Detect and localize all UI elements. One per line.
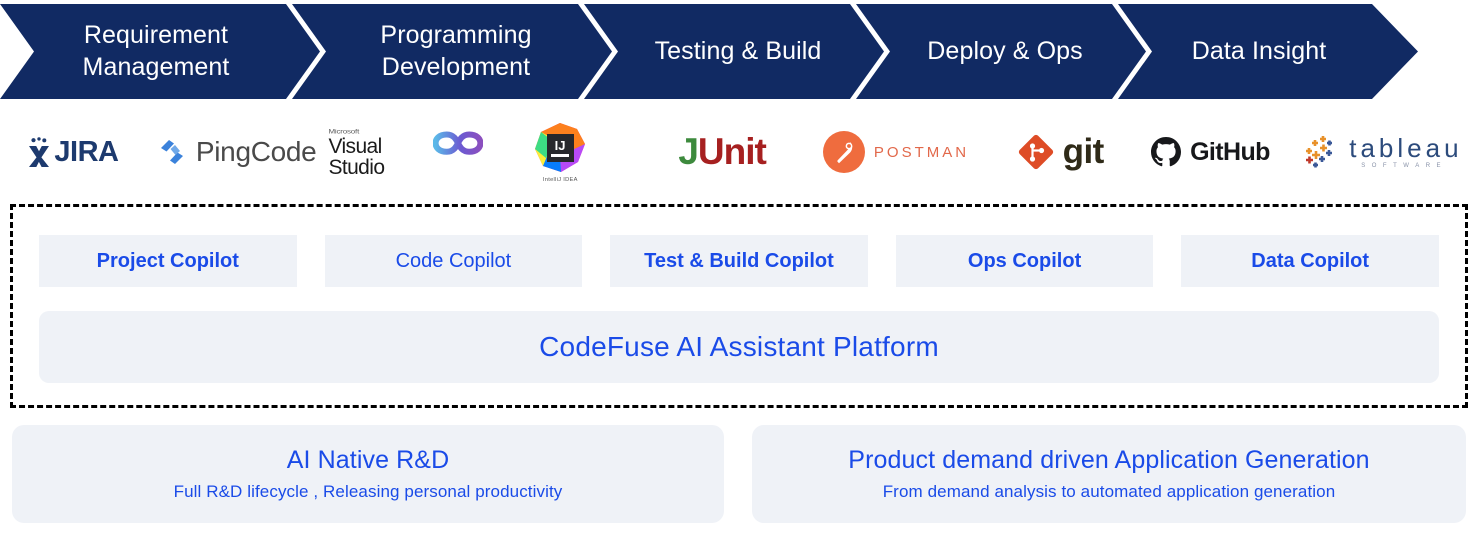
postman-icon [822, 131, 865, 173]
tool-name-pingcode: PingCode [195, 136, 317, 167]
platform-label: CodeFuse AI Assistant Platform [539, 331, 939, 362]
stage-requirement-management[interactable]: Requirement Management [0, 4, 320, 99]
tool-name-visual-studio: Visual Studio [328, 134, 385, 179]
tool-logo-postman[interactable]: POSTMAN [807, 108, 986, 196]
copilot-card-row: Project Copilot Code Copilot Test & Buil… [39, 235, 1439, 287]
tableau-icon [1306, 136, 1333, 168]
jira-icon [29, 137, 50, 167]
tableau-subtitle: SOFTWARE [1361, 163, 1448, 169]
stage-label: Deploy & Ops [927, 36, 1083, 65]
tool-logo-github[interactable]: GitHub [1135, 108, 1285, 196]
codefuse-platform-bar[interactable]: CodeFuse AI Assistant Platform [39, 311, 1439, 383]
value-proposition-row: AI Native R&D Full R&D lifecycle , Relea… [12, 425, 1466, 523]
copilot-card-label: Data Copilot [1251, 249, 1370, 272]
tool-name-jira: JIRA [54, 135, 119, 168]
copilot-card-code[interactable]: Code Copilot [324, 235, 583, 287]
tool-name-tableau: tableau [1349, 133, 1463, 163]
lifecycle-stage-banner: Requirement Management Programming Devel… [0, 4, 1478, 99]
junit-wordmark-j: J [678, 131, 699, 172]
intellij-idea-icon: IJ [535, 122, 586, 172]
tool-logo-tableau[interactable]: tableau SOFTWARE [1285, 108, 1478, 196]
stage-deploy-ops[interactable]: Deploy & Ops [856, 4, 1146, 99]
tool-logo-visual-studio[interactable]: Microsoft Visual Studio [328, 108, 484, 196]
stage-label: Programming Development [380, 21, 532, 81]
pingcode-icon [160, 140, 183, 164]
stage-testing-build[interactable]: Testing & Build [584, 4, 884, 99]
copilot-card-label: Project Copilot [96, 249, 239, 272]
copilot-card-ops[interactable]: Ops Copilot [895, 235, 1154, 287]
tool-name-git: git [1062, 132, 1105, 171]
junit-wordmark-unit: Unit [697, 131, 767, 172]
tool-name-intellij-idea: IntelliJ IDEA [542, 176, 578, 183]
stage-data-insight[interactable]: Data Insight [1118, 4, 1418, 99]
stage-label: Requirement Management [82, 21, 230, 81]
tool-logo-junit[interactable]: JUnit [638, 108, 807, 196]
tool-logo-pingcode[interactable]: PingCode [145, 108, 329, 196]
visual-studio-icon [433, 131, 484, 155]
git-icon [1018, 134, 1053, 170]
tool-logo-intellij-idea[interactable]: IJ IntelliJ IDEA [483, 108, 638, 196]
svg-text:IJ: IJ [555, 138, 566, 153]
copilot-card-project[interactable]: Project Copilot [39, 235, 297, 287]
copilot-card-label: Code Copilot [395, 249, 512, 272]
tool-logo-jira[interactable]: JIRA [0, 108, 145, 196]
copilot-card-label: Test & Build Copilot [644, 249, 834, 272]
copilot-layer-region: Project Copilot Code Copilot Test & Buil… [10, 204, 1468, 408]
value-panel-subtitle: From demand analysis to automated applic… [882, 482, 1336, 501]
value-panel-subtitle: Full R&D lifecycle , Releasing personal … [173, 482, 563, 501]
tool-logo-strip: JIRA PingCode Microsoft Visual Studio [0, 108, 1478, 196]
visual-studio-eyebrow: Microsoft [328, 126, 360, 135]
github-icon [1151, 137, 1182, 167]
stage-label: Data Insight [1191, 36, 1327, 65]
stage-label: Testing & Build [654, 36, 822, 65]
tool-name-postman: POSTMAN [873, 143, 970, 161]
copilot-card-label: Ops Copilot [967, 249, 1082, 272]
tool-logo-git[interactable]: git [985, 108, 1135, 196]
value-panel-title: Product demand driven Application Genera… [848, 446, 1370, 474]
value-panel-title: AI Native R&D [286, 446, 450, 474]
value-panel-ai-native-rnd[interactable]: AI Native R&D Full R&D lifecycle , Relea… [12, 425, 724, 523]
tool-name-github: GitHub [1190, 137, 1270, 166]
copilot-card-test-build[interactable]: Test & Build Copilot [610, 235, 868, 287]
value-panel-application-generation[interactable]: Product demand driven Application Genera… [752, 425, 1466, 523]
stage-programming-development[interactable]: Programming Development [292, 4, 612, 99]
junit-icon: JUnit [678, 131, 767, 173]
copilot-card-data[interactable]: Data Copilot [1181, 235, 1439, 287]
